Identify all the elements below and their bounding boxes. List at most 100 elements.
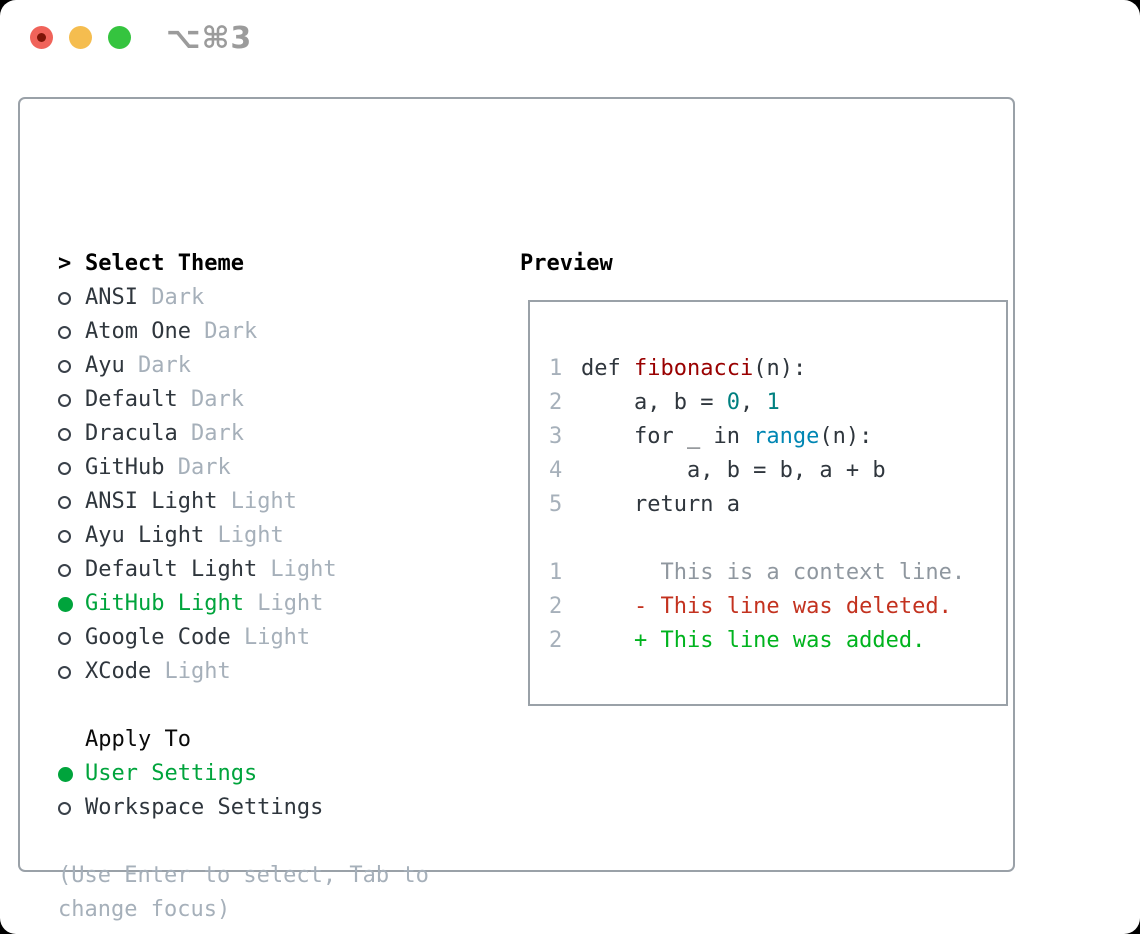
radio-marker — [58, 495, 85, 509]
apply-to-label: User Settings — [85, 761, 258, 786]
code-token-plain: a, b = — [581, 390, 727, 415]
traffic-lights — [30, 26, 131, 49]
prompt-marker: > — [58, 247, 85, 281]
theme-variant: Dark — [137, 285, 205, 310]
theme-name: XCode — [85, 659, 152, 684]
code-line: 2 + This line was added. — [549, 624, 1006, 658]
radio-marker — [58, 529, 85, 543]
theme-variant: Dark — [164, 455, 231, 480]
theme-name: Atom One — [85, 319, 191, 344]
code-line: 2 a, b = 0, 1 — [549, 386, 1006, 420]
theme-variant: Light — [217, 489, 297, 514]
radio-unselected-icon — [58, 563, 71, 577]
help-line: (Use Enter to select, Tab to — [58, 863, 429, 888]
code-token-builtin: range — [753, 424, 820, 449]
code-line: 5 return a — [549, 488, 1006, 522]
theme-option[interactable]: GitHub Dark — [58, 451, 429, 485]
prompt-icon: > — [58, 251, 72, 276]
code-token-title: fibonacci — [633, 356, 754, 381]
theme-variant: Light — [230, 625, 311, 650]
zoom-button[interactable] — [108, 26, 131, 49]
theme-variant: Dark — [177, 421, 244, 446]
theme-option[interactable]: Default Dark — [58, 383, 429, 417]
window-title: ⌥⌘3 — [166, 21, 253, 56]
radio-unselected-icon — [58, 631, 71, 645]
theme-option[interactable]: GitHub Light Light — [58, 587, 429, 621]
code-token-addition: + This line was added. — [581, 628, 926, 653]
radio-unselected-icon — [58, 665, 71, 679]
radio-unselected-icon — [58, 461, 71, 475]
theme-variant: Dark — [190, 319, 258, 344]
theme-option[interactable]: Default Light Light — [58, 553, 429, 587]
code-token-plain: (n): — [819, 424, 873, 449]
radio-marker — [58, 596, 85, 612]
theme-option[interactable]: Google Code Light — [58, 621, 429, 655]
radio-unselected-icon — [58, 325, 71, 339]
select-theme-title: Select Theme — [85, 251, 244, 276]
code-line: 2 - This line was deleted. — [549, 590, 1006, 624]
code-line — [549, 522, 1006, 556]
code-token-plain: for _ in — [581, 424, 754, 449]
theme-variant: Dark — [177, 387, 244, 412]
minimize-button[interactable] — [69, 26, 92, 49]
theme-variant: Light — [243, 591, 324, 616]
spacer-row — [58, 689, 429, 723]
theme-option[interactable]: XCode Light — [58, 655, 429, 689]
theme-option[interactable]: Ayu Dark — [58, 349, 429, 383]
theme-option[interactable]: ANSI Dark — [58, 281, 429, 315]
titlebar: ⌥⌘3 — [0, 0, 1140, 74]
radio-marker — [58, 291, 85, 305]
radio-marker — [58, 563, 85, 577]
theme-option[interactable]: Dracula Dark — [58, 417, 429, 451]
radio-selected-icon — [58, 596, 73, 612]
theme-name: Ayu — [85, 353, 125, 378]
line-number: 1 — [549, 356, 563, 381]
radio-marker — [58, 801, 85, 815]
unsaved-changes-dot-icon — [37, 33, 46, 42]
apply-to-option[interactable]: User Settings — [58, 757, 429, 791]
code-line: 1 This is a context line. — [549, 556, 1006, 590]
close-button[interactable] — [30, 26, 53, 49]
theme-option[interactable]: Atom One Dark — [58, 315, 429, 349]
theme-option[interactable]: ANSI Light Light — [58, 485, 429, 519]
radio-unselected-icon — [58, 291, 71, 305]
code-token-plain: return a — [581, 492, 740, 517]
select-theme-header: > Select Theme — [58, 247, 429, 281]
code-token-plain: , — [739, 390, 767, 415]
line-number: 2 — [549, 594, 563, 619]
apply-to-label: Workspace Settings — [85, 795, 324, 820]
radio-unselected-icon — [58, 427, 71, 441]
theme-option[interactable]: Ayu Light Light — [58, 519, 429, 553]
theme-name: ANSI Light — [85, 489, 218, 514]
code-line: 3 for _ in range(n): — [549, 420, 1006, 454]
radio-unselected-icon — [58, 801, 71, 815]
line-number: 5 — [549, 492, 563, 517]
theme-name: Default — [85, 387, 178, 412]
radio-marker — [58, 665, 85, 679]
line-number: 2 — [549, 390, 563, 415]
radio-marker — [58, 461, 85, 475]
theme-variant: Dark — [124, 353, 191, 378]
line-number: 2 — [549, 628, 563, 653]
radio-marker — [58, 766, 85, 782]
code-token-plain: (n): — [753, 356, 807, 381]
radio-marker — [58, 631, 85, 645]
apply-to-option[interactable]: Workspace Settings — [58, 791, 429, 825]
theme-name: Default Light — [85, 557, 258, 582]
spacer-row — [58, 825, 429, 859]
radio-marker — [58, 325, 85, 339]
code-line: 4 a, b = b, a + b — [549, 454, 1006, 488]
theme-variant: Light — [151, 659, 231, 684]
theme-name: GitHub Light — [85, 591, 244, 616]
code-token-context: This is a context line. — [581, 560, 966, 585]
radio-selected-icon — [58, 766, 73, 782]
theme-name: Dracula — [85, 421, 178, 446]
radio-unselected-icon — [58, 359, 71, 373]
